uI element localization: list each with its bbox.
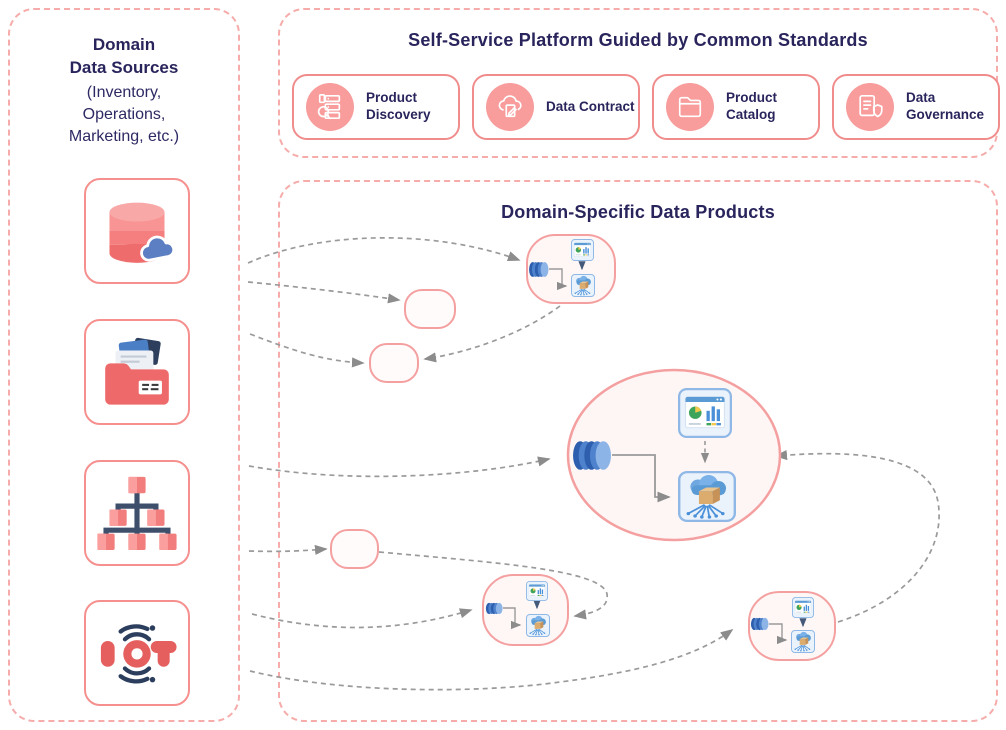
platform-cards-row: Product Discovery Data Contract: [292, 74, 1000, 140]
card-label: Data Contract: [546, 98, 635, 114]
title-line-1: Domain: [92, 35, 156, 54]
card-label: Data Governance: [906, 90, 985, 122]
domain-sources-panel: Domain Data Sources (Inventory, Operatio…: [8, 8, 240, 722]
folder-documents-icon: [105, 337, 169, 405]
platform-card-product-discovery: Product Discovery: [292, 74, 460, 140]
product-discovery-icon: [317, 94, 341, 120]
icon-bubble: [486, 83, 534, 131]
product-catalog-icon: [678, 96, 702, 118]
data-contract-icon: [498, 95, 522, 118]
icon-bubble: [666, 83, 714, 131]
data-governance-icon: [859, 94, 883, 118]
domain-sources-subtitle: (Inventory, Operations, Marketing, etc.): [68, 83, 180, 146]
source-iot: [84, 600, 190, 706]
platform-panel: Self-Service Platform Guided by Common S…: [278, 8, 1000, 158]
platform-card-product-catalog: Product Catalog: [652, 74, 820, 140]
database-cloud-icon: [109, 202, 176, 263]
card-label: Product Discovery: [366, 90, 431, 122]
card-label: Product Catalog: [726, 90, 778, 122]
platform-card-data-governance: Data Governance: [832, 74, 1000, 140]
title-line-2: Data Sources: [69, 57, 179, 77]
data-products-panel: Domain-Specific Data Products: [278, 180, 998, 722]
iot-icon: [100, 624, 177, 684]
icon-bubble: [846, 83, 894, 131]
hierarchy-icon: [97, 476, 177, 550]
source-folder: [84, 319, 190, 425]
platform-card-data-contract: Data Contract: [472, 74, 640, 140]
source-hierarchy: [84, 460, 190, 566]
icon-bubble: [306, 83, 354, 131]
data-products-title: Domain-Specific Data Products: [501, 202, 775, 222]
platform-title: Self-Service Platform Guided by Common S…: [408, 30, 868, 50]
source-database: [84, 178, 190, 284]
domain-sources-title: Domain Data Sources: [10, 34, 238, 80]
